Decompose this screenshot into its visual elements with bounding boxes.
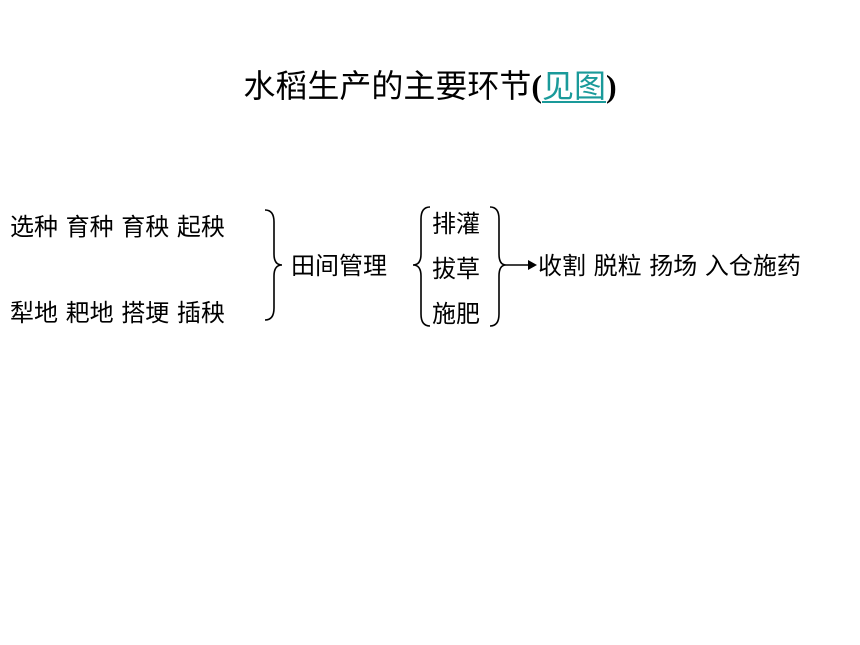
arrow-head-icon [528, 260, 537, 270]
branch-fertilizing: 施肥 [432, 300, 480, 328]
merge-right-brace [264, 209, 283, 321]
branch-irrigation: 排灌 [432, 210, 480, 238]
title-paren-open: ( [531, 68, 542, 104]
field-management-label: 田间管理 [291, 252, 387, 280]
seedling-preparation-steps: 选种 育种 育秧 起秧 [10, 213, 225, 241]
title-text: 水稻生产的主要环节 [243, 67, 532, 105]
branch-weeding: 拔草 [432, 255, 480, 283]
harvest-steps: 收割 脱粒 扬场 入仓施药 [538, 252, 801, 280]
see-figure-link[interactable]: 见图 [542, 67, 607, 105]
join-right-brace [489, 206, 507, 327]
page-title: 水稻生产的主要环节(见图) [0, 64, 860, 108]
field-preparation-steps: 犁地 耙地 搭埂 插秧 [10, 299, 225, 327]
title-paren-close: ) [606, 68, 617, 104]
split-left-brace [412, 206, 431, 327]
